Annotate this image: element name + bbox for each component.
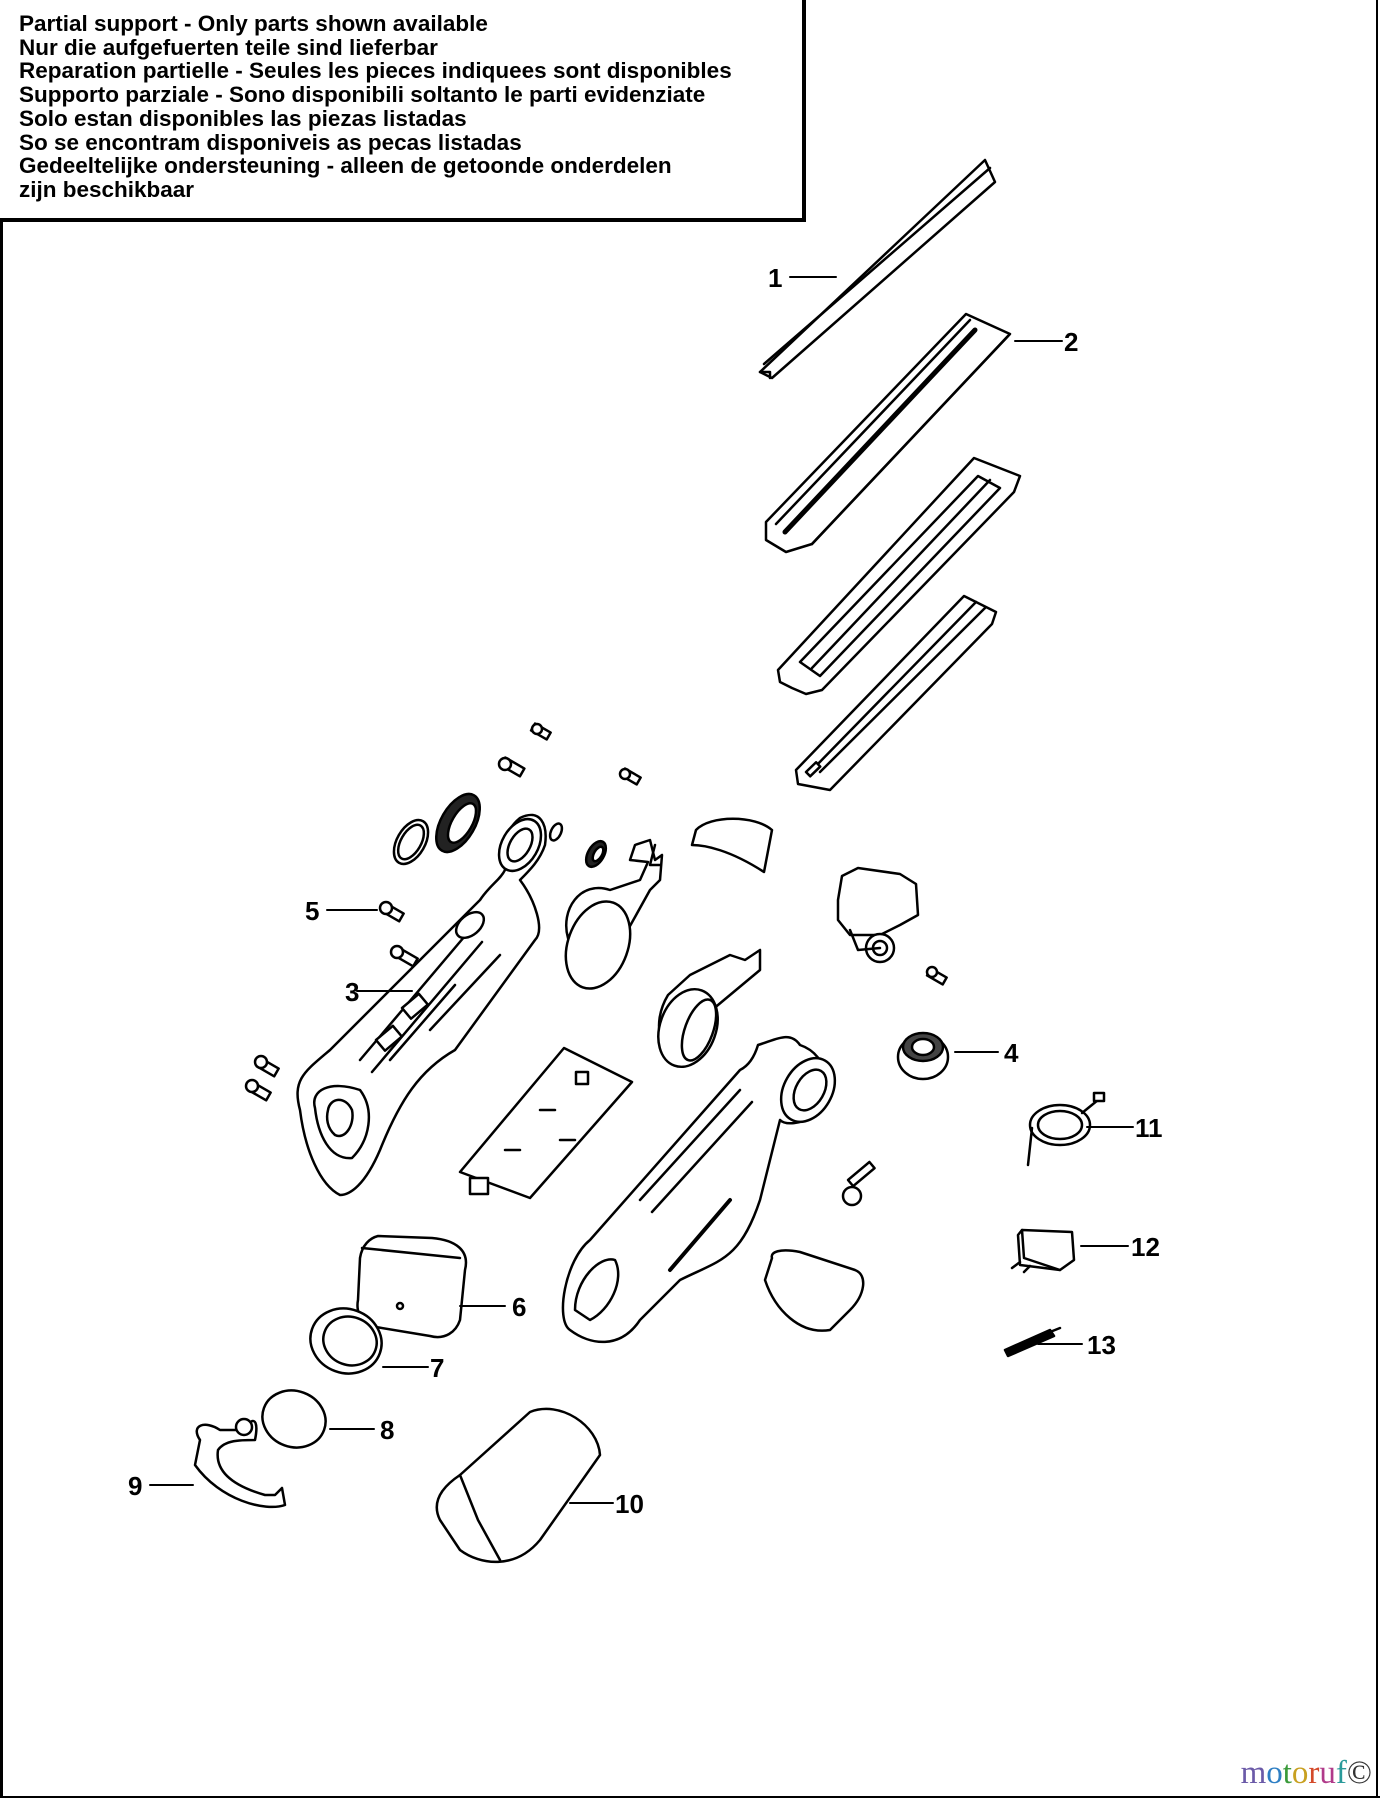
label-part-9: 9 (128, 1471, 142, 1501)
footer-rule (0, 1796, 1380, 1798)
notice-line: Solo estan disponibles las piezas listad… (19, 105, 467, 131)
watermark-letter: © (1346, 1755, 1372, 1791)
part-4-cap (896, 1031, 950, 1081)
notice-line: Reparation partielle - Seules les pieces… (19, 58, 732, 84)
notice-line: Supporto parziale - Sono disponibili sol… (19, 82, 706, 108)
end-cap (763, 1249, 865, 1332)
watermark-letter: o (1291, 1755, 1309, 1791)
gear-small (584, 839, 608, 869)
circuit-board (458, 1046, 634, 1200)
label-part-2: 2 (1064, 327, 1078, 357)
bearing-sleeve (657, 948, 762, 1069)
label-part-12: 12 (1131, 1232, 1160, 1262)
notice-line: zijn beschikbaar (19, 176, 195, 202)
watermark-letter: t (1282, 1755, 1292, 1791)
part-2-channel (764, 312, 1012, 554)
part-9-clip (193, 1417, 287, 1509)
motor-collar (564, 838, 664, 990)
label-part-11: 11 (1135, 1113, 1163, 1143)
label-part-6: 6 (512, 1292, 526, 1322)
screw-top-2 (497, 756, 526, 778)
screws-left (244, 1054, 280, 1102)
o-ring-small (548, 822, 564, 842)
label-part-10: 10 (615, 1489, 644, 1519)
label-part-7: 7 (430, 1353, 444, 1383)
notice-line: Partial support - Only parts shown avail… (19, 11, 488, 36)
circuit-strip (794, 594, 998, 792)
label-part-1: 1 (768, 263, 782, 293)
watermark-letter: u (1319, 1755, 1336, 1791)
label-part-5: 5 (305, 896, 319, 926)
leader-lines (149, 276, 1134, 1504)
availability-notice: Partial support - Only parts shown avail… (0, 0, 806, 222)
right-housing (561, 1035, 837, 1344)
part-8-lens (261, 1389, 327, 1449)
label-part-13: 13 (1087, 1330, 1116, 1360)
watermark-letter: m (1240, 1755, 1267, 1791)
curved-pad (690, 817, 774, 874)
rail-frame (776, 456, 1022, 696)
screw-top-3 (618, 767, 642, 786)
label-part-8: 8 (380, 1415, 394, 1445)
part-12-charger (1010, 1228, 1076, 1274)
gear-large (435, 792, 481, 854)
part-1-cover-strip (758, 158, 997, 380)
watermark-logo: motoruf© (1241, 1755, 1372, 1792)
notice-line: So se encontram disponiveis as pecas lis… (19, 129, 522, 155)
head-block (836, 866, 920, 964)
watermark-letter: r (1308, 1755, 1320, 1791)
label-part-4: 4 (1004, 1038, 1019, 1068)
part-7-ring (309, 1307, 383, 1375)
part-3-left-housing (296, 813, 547, 1197)
notice-line: Gedeeltelijke ondersteuning - alleen de … (19, 153, 672, 179)
label-part-3: 3 (345, 977, 359, 1007)
part-11-cable (1026, 1091, 1106, 1167)
notice-line: Nur die aufgefuerten teile sind lieferba… (19, 34, 438, 60)
part-5-screws (378, 900, 419, 968)
watermark-letter: f (1335, 1755, 1347, 1791)
screw-top-1 (529, 722, 552, 741)
watermark-letter: o (1266, 1755, 1283, 1791)
part-13-pin (1003, 1326, 1062, 1358)
key-part (841, 1160, 876, 1207)
screw-right (925, 965, 948, 986)
part-10-battery-pack (435, 1407, 602, 1564)
o-ring-large (392, 818, 430, 866)
